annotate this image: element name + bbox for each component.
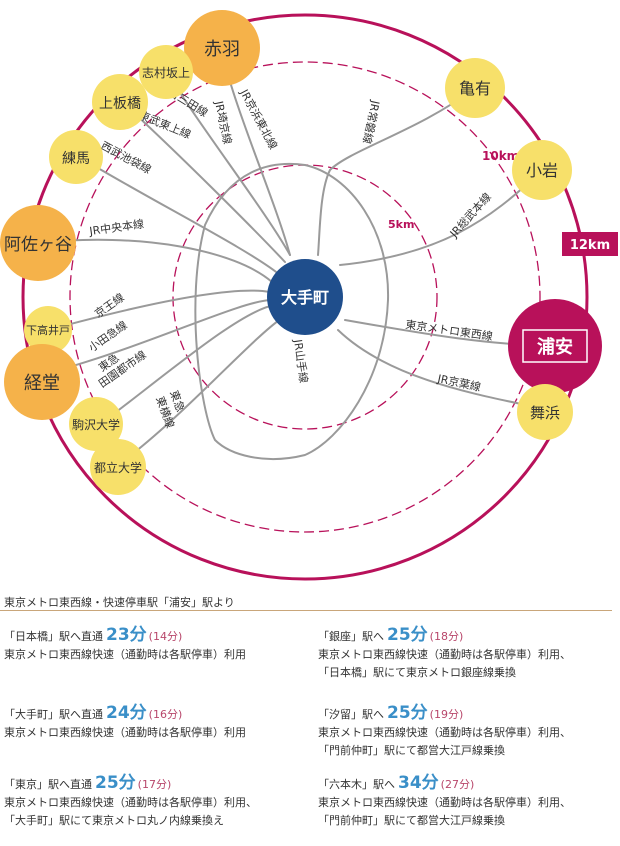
station-kyodo: 経堂 xyxy=(4,344,80,420)
svg-text:下高井戸: 下高井戸 xyxy=(26,323,70,337)
svg-text:阿佐ヶ谷: 阿佐ヶ谷 xyxy=(4,235,72,255)
ring-10km xyxy=(69,61,541,533)
label-tozai-line: 東京メトロ東西線 xyxy=(405,317,494,343)
center-label: 大手町 xyxy=(281,288,329,307)
route-destination: 「大手町」駅へ直通 xyxy=(4,708,103,721)
route-minutes-alt: (14分) xyxy=(148,630,183,643)
route-transfer: 「日本橋」駅にて東京メトロ銀座線乗換 xyxy=(318,666,516,679)
route-minutes: 24分 xyxy=(106,703,147,723)
route-transfer: 「門前仲町」駅にて都営大江戸線乗換 xyxy=(318,814,505,827)
svg-text:亀有: 亀有 xyxy=(459,79,491,98)
station-koiwa: 小岩 xyxy=(512,140,572,200)
railway-lines xyxy=(37,51,556,466)
label-saikyo-line: JR埼京線 xyxy=(212,99,235,146)
svg-text:上板橋: 上板橋 xyxy=(99,96,141,112)
route-minutes-alt: (17分) xyxy=(137,778,172,791)
route-destination: 「東京」駅へ直通 xyxy=(4,778,92,791)
station-nerima: 練馬 xyxy=(49,130,103,184)
route-detail: 東京メトロ東西線快速（通勤時は各駅停車）利用、 xyxy=(4,796,257,809)
station-kamiitabashi: 上板橋 xyxy=(92,74,148,130)
divider xyxy=(0,610,612,611)
route-destination: 「汐留」駅へ xyxy=(318,708,384,721)
route-detail: 東京メトロ東西線快速（通勤時は各駅停車）利用、 xyxy=(318,648,571,661)
station-kameari: 亀有 xyxy=(445,58,505,118)
svg-text:練馬: 練馬 xyxy=(62,151,90,167)
svg-text:経堂: 経堂 xyxy=(24,373,60,394)
label-ring-5km: 5km xyxy=(388,218,414,231)
route-detail: 東京メトロ東西線快速（通勤時は各駅停車）利用、 xyxy=(318,726,571,739)
route-destination: 「日本橋」駅へ直通 xyxy=(4,630,103,643)
svg-text:舞浜: 舞浜 xyxy=(530,404,560,422)
station-shimotakaido: 下高井戸 xyxy=(24,306,72,354)
route-minutes-alt: (27分) xyxy=(440,778,475,791)
route-minutes: 25分 xyxy=(387,703,428,723)
route-minutes-alt: (19分) xyxy=(429,708,464,721)
route-minutes-alt: (16分) xyxy=(148,708,183,721)
route-minutes: 25分 xyxy=(95,773,136,793)
station-maihama: 舞浜 xyxy=(517,384,573,440)
route-minutes-alt: (18分) xyxy=(429,630,464,643)
route-detail: 東京メトロ東西線快速（通勤時は各駅停車）利用、 xyxy=(318,796,571,809)
label-chuo-line: JR中央本線 xyxy=(87,216,144,238)
label-keio-line: 京王線 xyxy=(92,290,127,320)
svg-text:志村坂上: 志村坂上 xyxy=(142,66,190,80)
route-minutes: 23分 xyxy=(106,625,147,645)
badge-12km: 12km xyxy=(562,232,618,256)
route-transfer: 「門前仲町」駅にて都営大江戸線乗換 xyxy=(318,744,505,757)
route-transfer: 「大手町」駅にて東京メトロ丸ノ内線乗換え xyxy=(4,814,224,827)
route-destination: 「六本木」駅へ xyxy=(318,778,395,791)
ring-12km xyxy=(21,13,589,581)
station-toritsu: 都立大学 xyxy=(90,439,146,495)
svg-text:都立大学: 都立大学 xyxy=(94,460,142,475)
label-joban-line: JR常磐線 xyxy=(360,98,383,145)
label-keihin-line: JR京浜東北線 xyxy=(237,86,281,152)
route-minutes: 25分 xyxy=(387,625,428,645)
route-map: 都営三田線 東武東上線 西武池袋線 JR埼京線 JR京浜東北線 JR常磐線 JR… xyxy=(0,10,618,581)
station-urayasu: 浦安 xyxy=(508,299,602,393)
station-asagaya: 阿佐ヶ谷 xyxy=(0,205,76,281)
label-ring-10km: 10km xyxy=(482,149,519,163)
svg-text:浦安: 浦安 xyxy=(537,336,573,358)
station-shimura: 志村坂上 xyxy=(139,45,193,99)
route-minutes: 34分 xyxy=(398,773,439,793)
svg-text:小岩: 小岩 xyxy=(526,161,558,180)
label-keiyo-line: JR京葉線 xyxy=(435,371,482,394)
intro-text: 東京メトロ東西線・快速停車駅「浦安」駅より xyxy=(4,596,235,609)
svg-text:駒沢大学: 駒沢大学 xyxy=(72,417,120,432)
route-destination: 「銀座」駅へ xyxy=(318,630,384,643)
route-detail: 東京メトロ東西線快速（通勤時は各駅停車）利用 xyxy=(4,648,246,661)
station-akabane: 赤羽 xyxy=(184,10,260,86)
svg-text:12km: 12km xyxy=(570,238,610,253)
route-detail: 東京メトロ東西線快速（通勤時は各駅停車）利用 xyxy=(4,726,246,739)
station-komazawa: 駒沢大学 xyxy=(69,397,123,451)
svg-text:赤羽: 赤羽 xyxy=(204,39,240,60)
center-station-otemachi: 大手町 xyxy=(267,259,343,335)
label-yamanote-line: JR山手線 xyxy=(291,337,311,383)
